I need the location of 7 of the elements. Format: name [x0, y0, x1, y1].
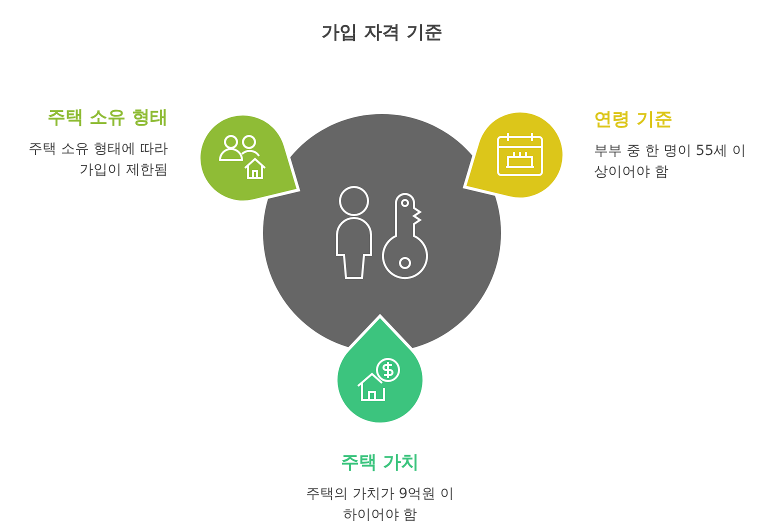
description-text: 주택 소유 형태에 따라 가입이 제한됨 — [28, 140, 168, 180]
diagram-title: 가입 자격 기준 — [320, 21, 444, 44]
section-heading: 연령 기준 — [594, 108, 674, 131]
description-text: 주택의 가치가 9억원 이하이어야 함 — [304, 485, 456, 525]
section-heading: 주택 소유 형태 — [46, 106, 168, 129]
section-heading: 주택 가치 — [340, 451, 420, 474]
description-text: 부부 중 한 명이 55세 이상이어야 함 — [594, 142, 748, 182]
